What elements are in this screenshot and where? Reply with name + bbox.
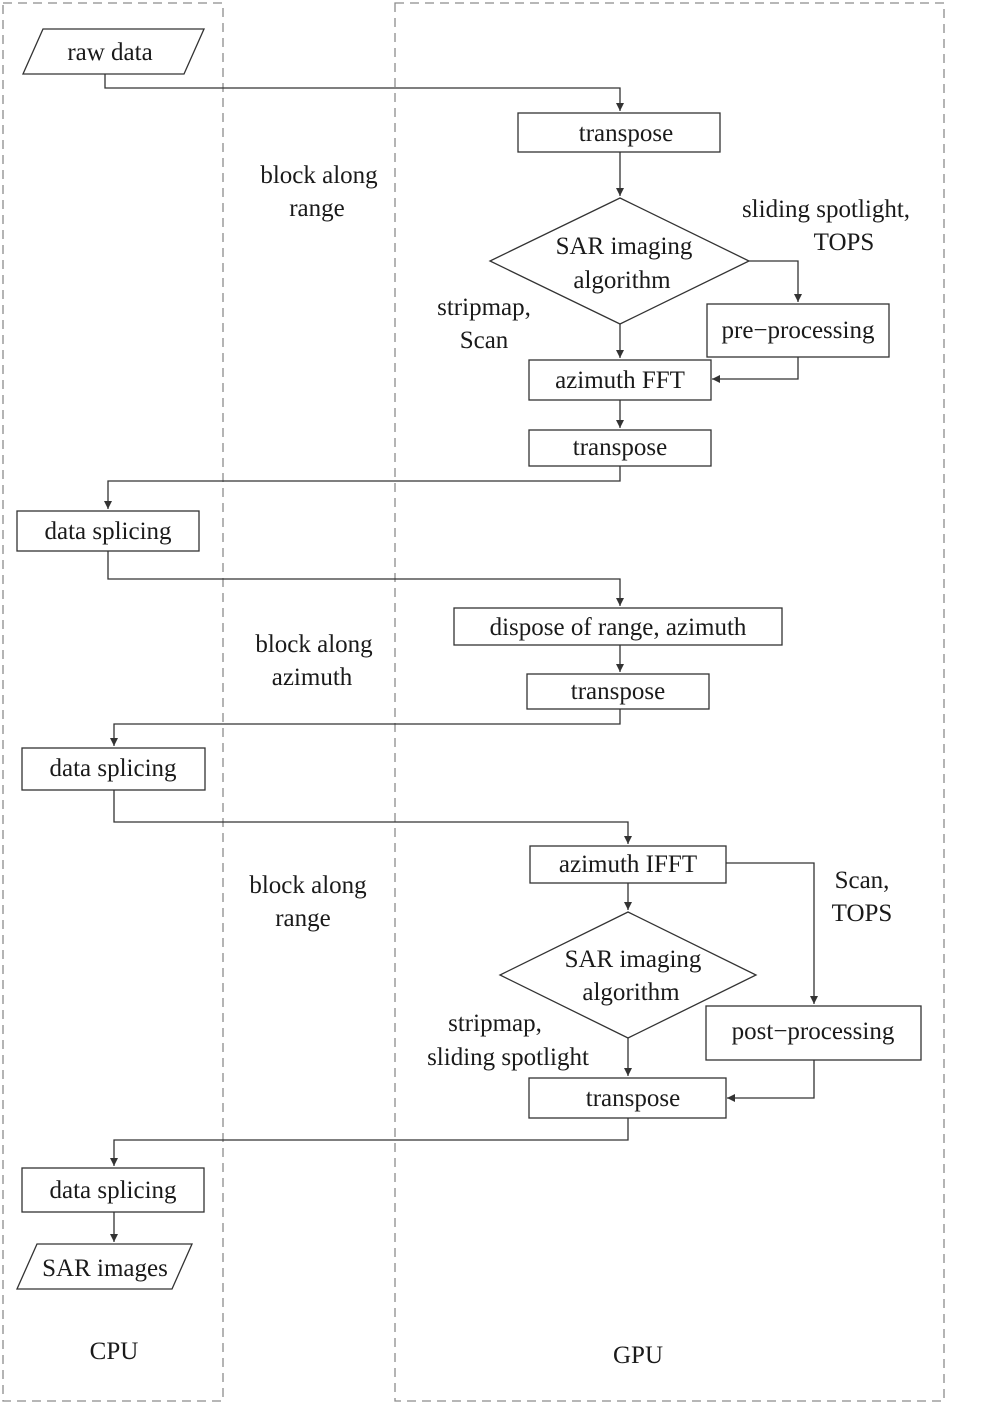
cpu-lane-label: CPU xyxy=(90,1338,139,1365)
sar-algorithm-decision-2: SAR imaging algorithm xyxy=(498,911,758,1039)
transpose-node-1: transpose xyxy=(517,112,721,153)
branch-label-scan-tops-1: Scan, xyxy=(835,867,890,894)
branch-label-scan-tops-2: TOPS xyxy=(832,900,893,927)
pre-processing-label: pre−processing xyxy=(722,317,875,344)
edge-preprocessing-to-azimuth-fft xyxy=(712,357,799,383)
branch-label-stripmap-sliding-2: sliding spotlight xyxy=(427,1044,589,1071)
pre-processing-node: pre−processing xyxy=(706,303,890,358)
sar-images-label: SAR images xyxy=(42,1255,168,1282)
gpu-lane xyxy=(394,2,945,1402)
sar-algorithm-2-line1: SAR imaging xyxy=(565,946,702,973)
dispose-range-azimuth-label: dispose of range, azimuth xyxy=(490,614,747,641)
edge-alg1-to-preprocessing xyxy=(749,260,802,302)
post-processing-node: post−processing xyxy=(705,1005,922,1061)
branch-label-stripmap-scan-1: stripmap, xyxy=(437,294,531,321)
edge-transpose2-to-splicing1 xyxy=(104,466,621,509)
gpu-lane-label: GPU xyxy=(613,1342,663,1369)
sar-algorithm-1-line2: algorithm xyxy=(573,267,671,294)
data-splicing-node-1: data splicing xyxy=(16,510,200,552)
data-splicing-node-3: data splicing xyxy=(21,1167,205,1213)
branch-label-stripmap-scan-2: Scan xyxy=(460,327,509,354)
edge-splicing2-to-ifft xyxy=(113,790,632,844)
data-splicing-label-3: data splicing xyxy=(49,1177,177,1204)
edge-postprocessing-to-transpose4 xyxy=(727,1060,815,1102)
stage-label-2-line2: azimuth xyxy=(272,664,353,691)
stage-label-3-line1: block along xyxy=(249,872,367,899)
data-splicing-label-2: data splicing xyxy=(49,755,177,782)
azimuth-fft-node: azimuth FFT xyxy=(528,359,712,401)
cpu-lane xyxy=(2,2,224,1402)
sar-algorithm-2-line2: algorithm xyxy=(582,979,680,1006)
branch-label-stripmap-sliding-1: stripmap, xyxy=(448,1010,542,1037)
transpose-node-2: transpose xyxy=(528,429,712,467)
transpose-node-4: transpose xyxy=(528,1077,727,1119)
transpose-label-2: transpose xyxy=(573,434,667,461)
sar-images-node: SAR images xyxy=(15,1243,194,1290)
sar-algorithm-1-line1: SAR imaging xyxy=(556,233,693,260)
transpose-label-4: transpose xyxy=(586,1085,680,1112)
stage-label-3-line2: range xyxy=(275,905,331,932)
transpose-label-1: transpose xyxy=(579,120,673,147)
edge-splicing1-to-dispose xyxy=(107,551,624,606)
branch-label-sliding-tops-2: TOPS xyxy=(814,229,875,256)
azimuth-fft-label: azimuth FFT xyxy=(555,367,685,394)
edge-raw-to-transpose xyxy=(104,74,624,111)
transpose-label-3: transpose xyxy=(571,678,665,705)
edge-ifft-to-postprocessing xyxy=(726,862,818,1004)
azimuth-ifft-label: azimuth IFFT xyxy=(559,851,697,878)
raw-data-node: raw data xyxy=(21,28,206,75)
stage-label-1-line1: block along xyxy=(260,162,378,189)
raw-data-label: raw data xyxy=(67,39,152,66)
transpose-node-3: transpose xyxy=(526,673,710,710)
stage-label-2-line1: block along xyxy=(255,631,373,658)
azimuth-ifft-node: azimuth IFFT xyxy=(529,845,727,884)
dispose-range-azimuth-node: dispose of range, azimuth xyxy=(453,607,783,646)
edge-transpose4-to-splicing3 xyxy=(110,1118,629,1166)
edge-transpose3-to-splicing2 xyxy=(110,709,621,746)
sar-algorithm-decision-1: SAR imaging algorithm xyxy=(488,197,751,325)
branch-label-sliding-tops-1: sliding spotlight, xyxy=(742,196,910,223)
stage-label-1-line2: range xyxy=(289,195,345,222)
data-splicing-label-1: data splicing xyxy=(44,518,172,545)
data-splicing-node-2: data splicing xyxy=(21,747,206,791)
post-processing-label: post−processing xyxy=(732,1018,895,1045)
